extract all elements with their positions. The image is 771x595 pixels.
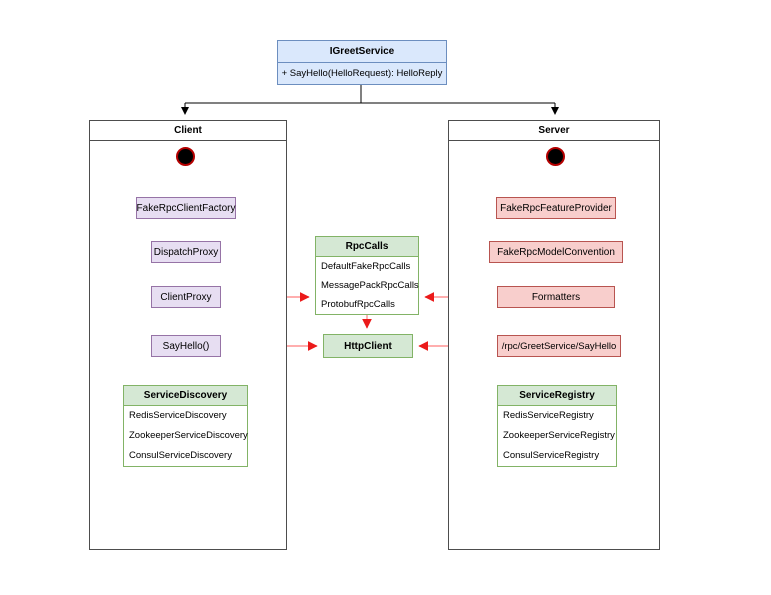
node-sayhello: SayHello() [151,335,221,357]
interface-node: IGreetService + SayHello(HelloRequest): … [277,40,447,85]
list-item: ConsulServiceRegistry [503,450,600,461]
serviceregistry-list: ServiceRegistry RedisServiceRegistry Zoo… [497,385,617,467]
servicediscovery-title: ServiceDiscovery [124,386,247,406]
serviceregistry-title: ServiceRegistry [498,386,616,406]
client-container-title: Client [90,121,286,141]
list-item: MessagePackRpcCalls [321,280,419,291]
list-item: ProtobufRpcCalls [321,299,395,310]
node-dispatchproxy: DispatchProxy [151,241,221,263]
interface-method: + SayHello(HelloRequest): HelloReply [281,68,443,79]
node-fakerpcmodelconvention: FakeRpcModelConvention [489,241,623,263]
node-fakerpcclientfactory: FakeRpcClientFactory [136,197,236,219]
node-httpclient: HttpClient [323,334,413,358]
interface-title: IGreetService [278,41,446,63]
list-item: RedisServiceDiscovery [129,410,227,421]
server-container-title: Server [449,121,659,141]
list-item: DefaultFakeRpcCalls [321,261,411,272]
node-rpc-greetservice-sayhello: /rpc/GreetService/SayHello [497,335,621,357]
servicediscovery-list: ServiceDiscovery RedisServiceDiscovery Z… [123,385,248,467]
rpccalls-title: RpcCalls [316,237,418,257]
list-item: ConsulServiceDiscovery [129,450,232,461]
node-clientproxy: ClientProxy [151,286,221,308]
client-start-node [176,147,195,166]
server-start-node [546,147,565,166]
node-formatters: Formatters [497,286,615,308]
node-fakerpcfeatureprovider: FakeRpcFeatureProvider [496,197,616,219]
interface-branch-line [185,82,555,104]
list-item: ZookeeperServiceDiscovery [129,430,248,441]
list-item: ZookeeperServiceRegistry [503,430,615,441]
rpccalls-list: RpcCalls DefaultFakeRpcCalls MessagePack… [315,236,419,315]
list-item: RedisServiceRegistry [503,410,594,421]
